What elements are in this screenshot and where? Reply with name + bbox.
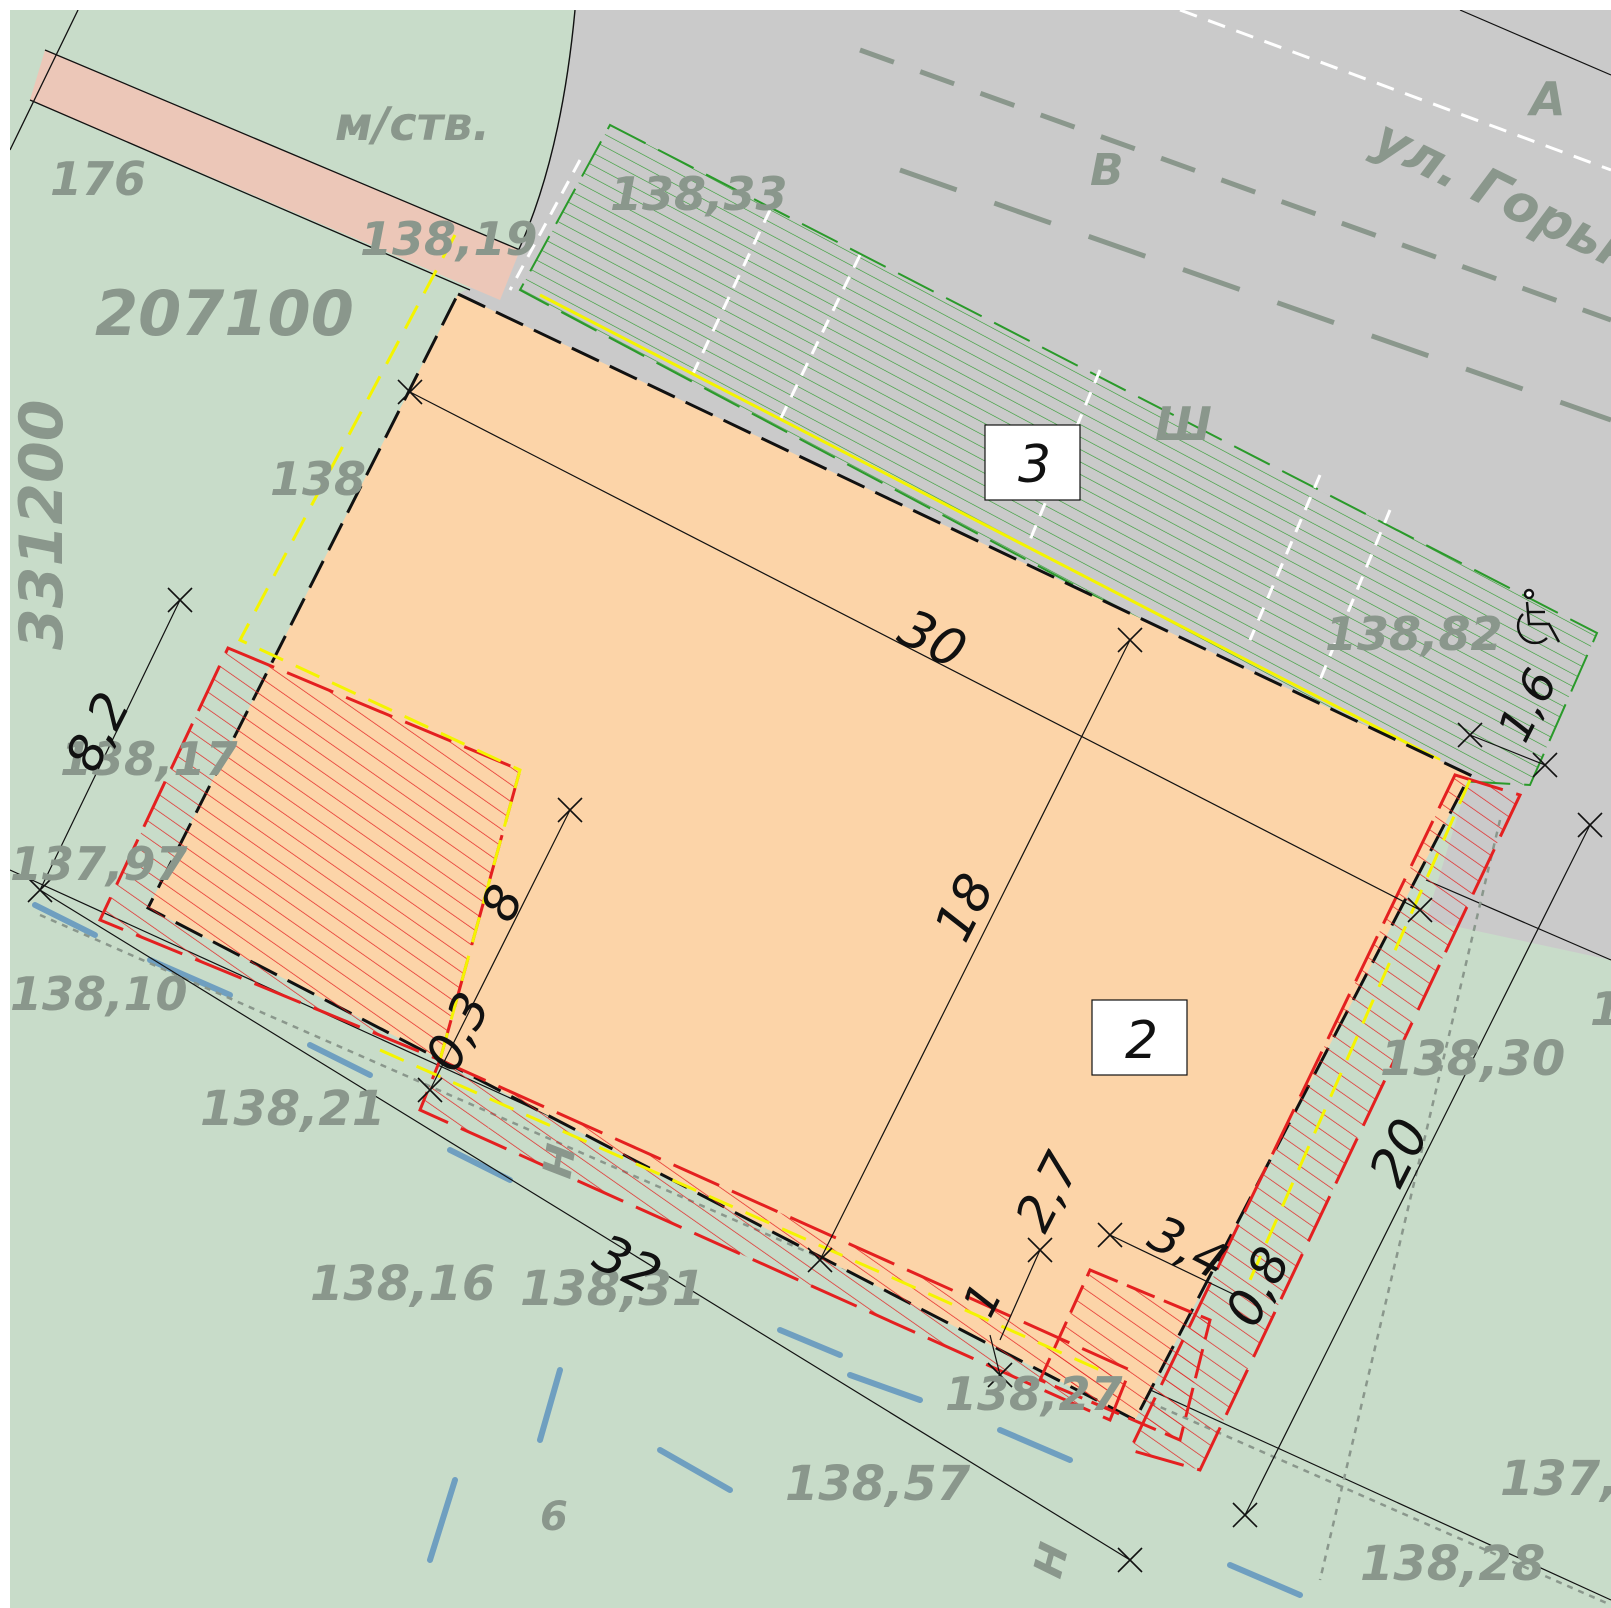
grid-x-label: 207100 [95, 277, 354, 350]
letter-sh-label: Ш [1155, 397, 1212, 451]
zone-3-box [984, 424, 1081, 501]
elevation-label: 138,10 [10, 967, 188, 1021]
elevation-label: 138 [270, 452, 366, 506]
road-edge-line [1459, 10, 1611, 76]
red-hatch-corner [1038, 1268, 1212, 1443]
elevation-label: 138,19 [360, 212, 538, 266]
zone-2-label: 2 [1125, 1011, 1158, 1071]
parking-yellow-ticks [539, 293, 1441, 762]
dimension-ticks [27, 379, 1603, 1573]
dimension-lines [39, 391, 1591, 1561]
elevation-label: 1 [1590, 982, 1611, 1036]
red-hatch-right [1127, 773, 1523, 1472]
strip-edge-bottom [29, 99, 471, 291]
top-left-boundary [10, 10, 79, 151]
road-curb [509, 10, 576, 269]
grid-y-label: 331200 [7, 400, 77, 651]
elevation-label: 138,17 [60, 732, 238, 786]
elevation-label: 137,1 [1500, 1451, 1611, 1507]
strip-edge-top [44, 49, 521, 251]
material-label: м/ств. [335, 97, 490, 151]
elevation-label: 138,27 [945, 1367, 1123, 1421]
elevation-label: 138,31 [520, 1261, 705, 1317]
letter-n1-label: Н [535, 1141, 586, 1182]
road-area [60, 10, 1611, 960]
road-dash-row-1 [859, 47, 1611, 323]
elevation-label: 138,30 [1380, 1031, 1565, 1087]
pink-strip [30, 50, 520, 300]
zone-3-label: 3 [1018, 435, 1051, 495]
road-lane-line [1179, 10, 1611, 172]
elevation-label: 138,33 [610, 167, 788, 221]
letter-v-label: В [1090, 145, 1124, 196]
yellow-boundary [237, 234, 1472, 1372]
sidewalk-markings [32, 902, 1303, 1598]
wheelchair-accessible-icon [1516, 588, 1561, 645]
elevation-label: 138,57 [785, 1456, 971, 1512]
dotted-right-line [1318, 819, 1502, 1581]
elevation-label: 137,97 [10, 837, 188, 891]
parking-stall-dividers [508, 159, 1392, 681]
road-dash-row-2 [899, 167, 1611, 423]
elevation-label: 138,16 [310, 1256, 495, 1312]
building-lot [145, 292, 1473, 1423]
elevation-label: 138,21 [200, 1081, 385, 1137]
zone-2-box [1091, 999, 1188, 1076]
number-176-label: 176 [50, 152, 146, 206]
page-margin [0, 0, 1611, 10]
elevation-label: 138,82 [1325, 607, 1503, 661]
number-6-label: 6 [540, 1494, 568, 1540]
elevation-label: 138,28 [1360, 1536, 1545, 1592]
letter-a-label: А [1527, 72, 1566, 126]
